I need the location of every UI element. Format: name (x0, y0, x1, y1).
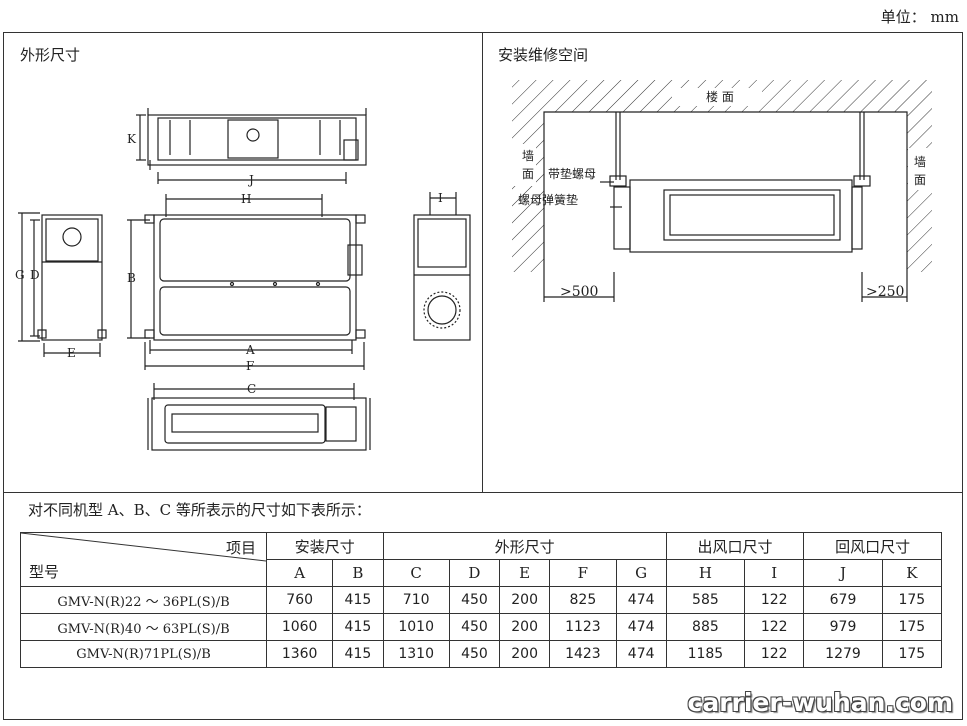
right-panel-title: 安装维修空间 (498, 46, 589, 64)
right-clearance-label: >250 (866, 284, 904, 300)
value-cell: 415 (332, 640, 384, 668)
col-d: D (448, 559, 501, 587)
wall-left-label-1: 墙 (522, 149, 534, 163)
value-cell: 122 (744, 640, 805, 668)
value-cell: 679 (803, 586, 883, 614)
col-k: K (881, 559, 943, 587)
group-install-dims: 安装尺寸 (266, 532, 384, 560)
drawing-frame (3, 32, 963, 720)
value-cell: 1060 (265, 613, 334, 641)
value-cell: 415 (332, 613, 384, 641)
col-e: E (499, 559, 551, 587)
col-c: C (382, 559, 450, 587)
table-header-row: 项目 型号 安装尺寸 外形尺寸 出风口尺寸 回风口尺寸 (20, 532, 942, 587)
value-cell: 710 (382, 586, 450, 614)
floor-label: 楼 面 (706, 89, 734, 104)
value-cell: 1279 (803, 640, 883, 668)
wall-right-label-1: 墙 (914, 155, 926, 169)
left-clearance-label: >500 (560, 284, 598, 300)
value-cell: 450 (448, 586, 501, 614)
value-cell: 415 (332, 586, 384, 614)
group-outlet-dims: 出风口尺寸 (665, 532, 805, 560)
side-view-right-drawing (413, 192, 471, 341)
col-f: F (549, 559, 617, 587)
table-row: GMV-N(R)71PL(S)/B 1360 415 1310 450 200 … (20, 640, 943, 668)
table-row: GMV-N(R)22 ～ 36PL(S)/B 760 415 710 450 2… (20, 586, 943, 614)
value-cell: 200 (499, 613, 551, 641)
dim-label-k: K (127, 132, 137, 146)
model-cell: GMV-N(R)71PL(S)/B (20, 640, 267, 668)
value-cell: 1423 (549, 640, 617, 668)
value-cell: 474 (615, 640, 667, 668)
value-cell: 885 (665, 613, 746, 641)
value-cell: 1310 (382, 640, 450, 668)
dim-label-a: A (245, 343, 255, 357)
dimension-drawings: K J H I G D B E A F C (15, 108, 471, 451)
nut-label: 带垫螺母 (548, 166, 596, 181)
wall-right-label-2: 面 (914, 173, 926, 187)
dimension-table: 项目 型号 安装尺寸 外形尺寸 出风口尺寸 回风口尺寸 A B C D E F … (20, 532, 943, 668)
corner-diagonal (21, 533, 266, 562)
table-corner-cell: 项目 型号 (20, 532, 267, 587)
top-view-drawing (136, 108, 367, 184)
value-cell: 122 (744, 586, 805, 614)
value-cell: 200 (499, 640, 551, 668)
dim-label-j: J (247, 173, 254, 187)
col-g: G (615, 559, 667, 587)
group-return-dims: 回风口尺寸 (803, 532, 942, 560)
col-a: A (265, 559, 334, 587)
value-cell: 175 (881, 586, 943, 614)
dim-label-d: D (30, 268, 40, 282)
dim-label-c: C (247, 382, 256, 396)
left-panel-title: 外形尺寸 (20, 46, 81, 64)
value-cell: 1123 (549, 613, 617, 641)
panel-divider-horizontal (3, 492, 963, 493)
value-cell: 760 (265, 586, 334, 614)
value-cell: 979 (803, 613, 883, 641)
value-cell: 1185 (665, 640, 746, 668)
corner-model-label: 型号 (29, 563, 60, 581)
value-cell: 450 (448, 640, 501, 668)
value-cell: 175 (881, 640, 943, 668)
model-cell: GMV-N(R)22 ～ 36PL(S)/B (20, 586, 267, 614)
value-cell: 122 (744, 613, 805, 641)
value-cell: 175 (881, 613, 943, 641)
table-row: GMV-N(R)40 ～ 63PL(S)/B 1060 415 1010 450… (20, 613, 943, 641)
table-note: 对不同机型 A、B、C 等所表示的尺寸如下表所示： (28, 501, 371, 519)
value-cell: 585 (665, 586, 746, 614)
installation-space-drawing: 楼 面 墙 面 墙 面 带垫螺母 螺母弹簧垫 >500 >250 (510, 80, 932, 302)
watermark-logo: carrier-wuhan.com (687, 688, 953, 717)
value-cell: 450 (448, 613, 501, 641)
col-j: J (803, 559, 883, 587)
value-cell: 1360 (265, 640, 334, 668)
side-view-left-drawing (18, 212, 107, 357)
value-cell: 1010 (382, 613, 450, 641)
dim-label-f: F (246, 359, 254, 373)
group-outline-dims: 外形尺寸 (382, 532, 667, 560)
spring-washer-label: 螺母弹簧垫 (518, 192, 578, 207)
corner-project-label: 项目 (225, 539, 256, 557)
front-view-drawing (127, 194, 366, 370)
dim-label-i: I (438, 191, 443, 205)
dim-label-b: B (127, 271, 136, 285)
col-h: H (665, 559, 746, 587)
dim-label-h: H (241, 192, 251, 206)
value-cell: 200 (499, 586, 551, 614)
wall-left-label-2: 面 (522, 167, 534, 181)
col-b: B (332, 559, 384, 587)
dim-label-g: G (15, 268, 25, 282)
unit-label: 单位： mm (880, 8, 959, 26)
panel-divider-vertical (482, 32, 483, 492)
bottom-view-drawing (147, 383, 371, 451)
value-cell: 825 (549, 586, 617, 614)
dim-label-e: E (67, 346, 76, 360)
value-cell: 474 (615, 586, 667, 614)
col-i: I (744, 559, 805, 587)
value-cell: 474 (615, 613, 667, 641)
model-cell: GMV-N(R)40 ～ 63PL(S)/B (20, 613, 267, 641)
